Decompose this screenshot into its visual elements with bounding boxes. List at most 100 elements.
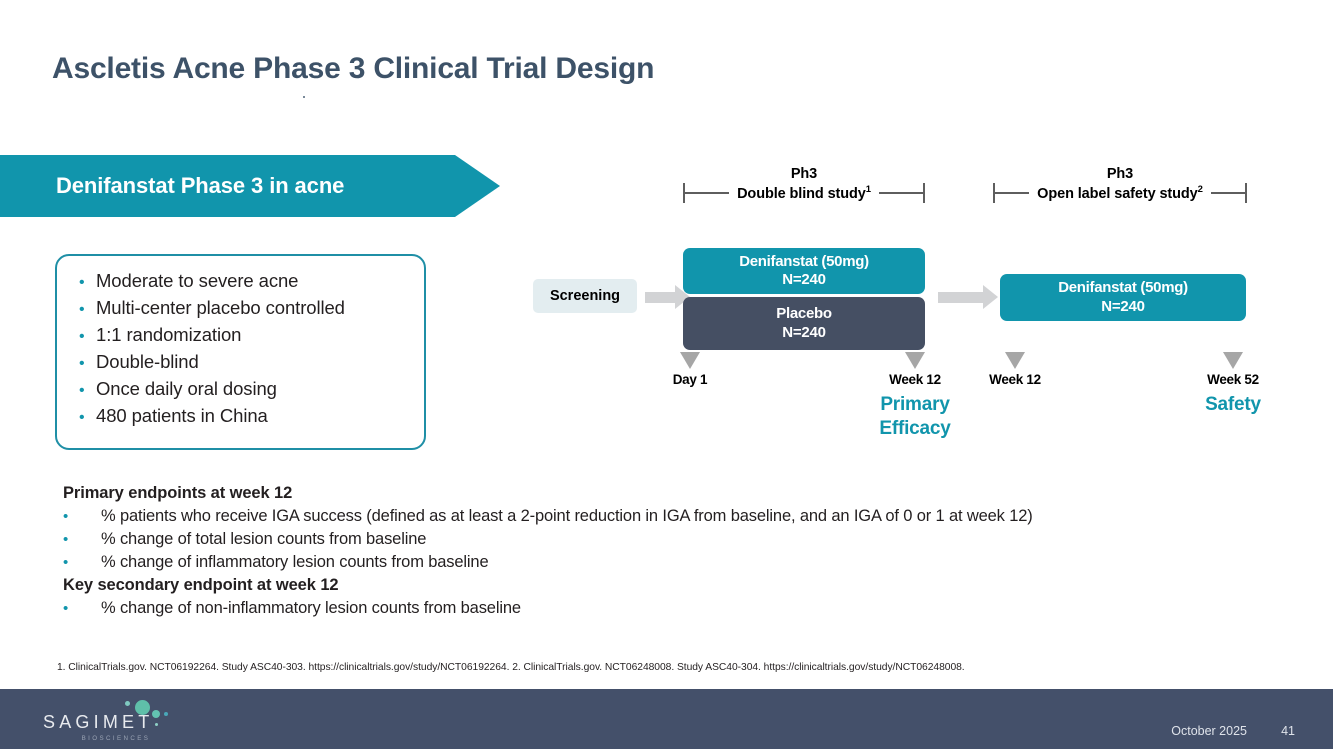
arrow-shaft bbox=[645, 291, 675, 303]
title-decoration-dot bbox=[303, 96, 305, 98]
logo-tagline: BIOSCIENCES bbox=[81, 735, 151, 742]
arrow-head bbox=[983, 285, 998, 309]
bullet-label: 1:1 randomization bbox=[96, 324, 242, 345]
section-banner: Denifanstat Phase 3 in acne bbox=[0, 155, 500, 217]
logo-dot-small-3 bbox=[155, 723, 158, 726]
footer-page-number: 41 bbox=[1281, 724, 1295, 738]
treatment-box-denifanstat-double-blind: Denifanstat (50mg) N=240 bbox=[683, 248, 925, 294]
page-title: Ascletis Acne Phase 3 Clinical Trial Des… bbox=[52, 52, 655, 85]
trial-features-box: • Moderate to severe acne • Multi-center… bbox=[55, 254, 426, 450]
list-item: • Multi-center placebo controlled bbox=[79, 297, 424, 319]
timeline-endpoint-line1: Primary bbox=[880, 394, 950, 415]
treatment-box-denifanstat-open-label: Denifanstat (50mg) N=240 bbox=[1000, 274, 1246, 321]
bullet-label: Double-blind bbox=[96, 351, 199, 372]
timeline-endpoint-note: Safety bbox=[1205, 394, 1261, 415]
phase-label-footnote-marker: 1 bbox=[865, 184, 871, 196]
timeline-marker-week-12-open-label-start: Week 12 bbox=[955, 352, 1075, 387]
phase-header-open-label: Ph3 Open label safety study2 bbox=[993, 166, 1248, 203]
sagimet-logo: SAGIMET BIOSCIENCES bbox=[43, 700, 193, 744]
logo-wordmark: SAGIMET bbox=[43, 712, 154, 732]
primary-endpoints-heading: Primary endpoints at week 12 bbox=[63, 484, 293, 502]
phase-header-double-blind: Ph3 Double blind study1 bbox=[683, 166, 926, 203]
section-banner-label: Denifanstat Phase 3 in acne bbox=[56, 173, 345, 198]
phase-bracket: Open label safety study2 bbox=[993, 183, 1248, 203]
bullet-label: Moderate to severe acne bbox=[96, 270, 299, 291]
list-item: • 480 patients in China bbox=[79, 405, 424, 427]
timeline-label: Day 1 bbox=[672, 372, 708, 387]
arrow-shaft bbox=[938, 291, 983, 303]
bracket-tick-left bbox=[993, 183, 995, 203]
bullet-dot-icon: • bbox=[79, 355, 85, 372]
secondary-endpoint-heading: Key secondary endpoint at week 12 bbox=[63, 576, 339, 594]
timeline-label: Week 12 bbox=[989, 372, 1041, 387]
triangle-marker-icon bbox=[905, 352, 925, 369]
logo-dot-small-2 bbox=[164, 712, 168, 716]
slide-footer bbox=[0, 689, 1333, 749]
list-item: • % patients who receive IGA success (de… bbox=[63, 507, 1303, 526]
treatment-n: N=240 bbox=[782, 323, 826, 341]
logo-dot-small-1 bbox=[125, 701, 130, 706]
endpoint-label: % patients who receive IGA success (defi… bbox=[101, 507, 1033, 525]
screening-box: Screening bbox=[533, 279, 637, 313]
logo-dots-decoration bbox=[119, 700, 179, 726]
phase-label-footnote-marker: 2 bbox=[1197, 184, 1203, 196]
endpoints-section: Primary endpoints at week 12 • % patient… bbox=[63, 484, 1303, 622]
bracket-tick-left bbox=[683, 183, 685, 203]
bullet-dot-icon: • bbox=[79, 301, 85, 318]
list-item: • % change of total lesion counts from b… bbox=[63, 530, 1303, 549]
bracket-line-right bbox=[878, 192, 924, 194]
endpoint-label: % change of total lesion counts from bas… bbox=[101, 530, 427, 548]
list-item: • Double-blind bbox=[79, 351, 424, 373]
list-item: • Moderate to severe acne bbox=[79, 270, 424, 292]
footer-date: October 2025 bbox=[1171, 724, 1247, 738]
bullet-label: 480 patients in China bbox=[96, 405, 268, 426]
bullet-dot-icon: • bbox=[79, 274, 85, 291]
list-item: • Once daily oral dosing bbox=[79, 378, 424, 400]
bullet-dot-icon: • bbox=[79, 409, 85, 426]
flow-arrow-treatment-to-open-label bbox=[938, 285, 998, 309]
timeline-marker-day-1: Day 1 bbox=[650, 352, 730, 387]
bullet-dot-icon: • bbox=[63, 600, 69, 617]
phase-label: Open label safety study2 bbox=[1029, 184, 1211, 202]
bracket-line-left bbox=[684, 192, 730, 194]
timeline-endpoint-line2: Efficacy bbox=[879, 418, 951, 440]
bullet-dot-icon: • bbox=[79, 382, 85, 399]
timeline-label: Week 12 bbox=[889, 372, 941, 387]
phase-bracket: Double blind study1 bbox=[683, 183, 926, 203]
bracket-tick-right bbox=[923, 183, 926, 203]
phase-title: Ph3 bbox=[790, 166, 818, 182]
endpoint-label: % change of inflammatory lesion counts f… bbox=[101, 553, 489, 571]
treatment-box-placebo: Placebo N=240 bbox=[683, 297, 925, 350]
list-item: • 1:1 randomization bbox=[79, 324, 424, 346]
phase-label-text: Double blind study bbox=[737, 185, 866, 202]
treatment-name: Placebo bbox=[776, 305, 832, 323]
bracket-line-left bbox=[994, 192, 1030, 194]
phase-label: Double blind study1 bbox=[729, 184, 879, 202]
list-item: • % change of non-inflammatory lesion co… bbox=[63, 599, 1303, 618]
endpoint-label: % change of non-inflammatory lesion coun… bbox=[101, 599, 521, 617]
bullet-dot-icon: • bbox=[79, 328, 85, 345]
timeline-label: Week 52 bbox=[1207, 372, 1259, 387]
triangle-marker-icon bbox=[1005, 352, 1025, 369]
bullet-dot-icon: • bbox=[63, 531, 69, 548]
triangle-marker-icon bbox=[680, 352, 700, 369]
bracket-tick-right bbox=[1245, 183, 1248, 203]
bullet-label: Multi-center placebo controlled bbox=[96, 297, 345, 318]
triangle-marker-icon bbox=[1223, 352, 1243, 369]
bullet-dot-icon: • bbox=[63, 508, 69, 525]
footnote-references: 1. ClinicalTrials.gov. NCT06192264. Stud… bbox=[57, 662, 965, 673]
bullet-label: Once daily oral dosing bbox=[96, 378, 277, 399]
phase-label-text: Open label safety study bbox=[1037, 185, 1198, 202]
timeline-marker-week-52-safety: Week 52 Safety bbox=[1173, 352, 1293, 417]
treatment-name: Denifanstat (50mg) bbox=[1058, 279, 1188, 297]
list-item: • % change of inflammatory lesion counts… bbox=[63, 553, 1303, 572]
bullet-dot-icon: • bbox=[63, 554, 69, 571]
treatment-n: N=240 bbox=[1101, 297, 1145, 315]
treatment-n: N=240 bbox=[782, 271, 826, 288]
logo-dot-medium bbox=[152, 710, 160, 718]
logo-dot-large bbox=[135, 700, 150, 715]
bracket-line-right bbox=[1210, 192, 1246, 194]
treatment-name: Denifanstat (50mg) bbox=[739, 252, 869, 270]
